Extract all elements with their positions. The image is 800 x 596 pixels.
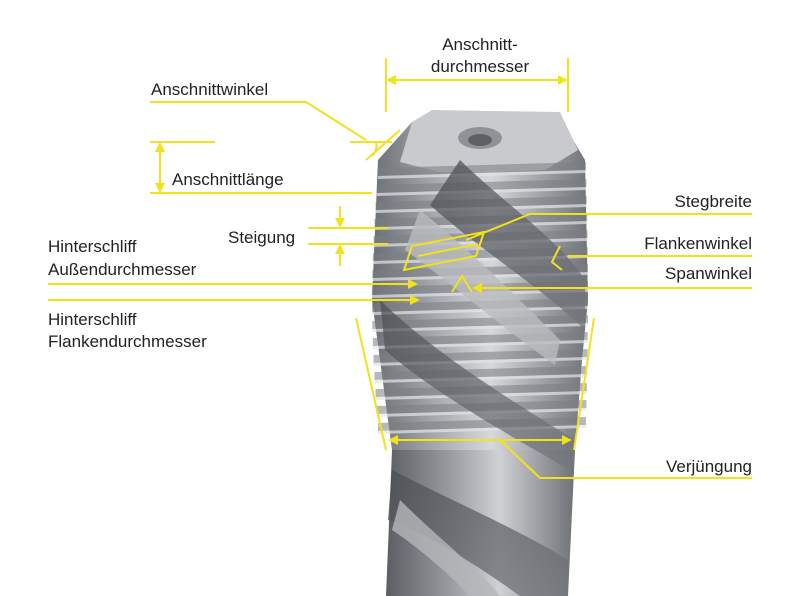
land-width-dimension [417,243,479,257]
flank-angle-arc [550,245,563,271]
label-relief-outer-line1: Hinterschliff [48,237,137,256]
entry-angle-arc [371,141,378,157]
thread-ridge [378,162,586,176]
label-rake-angle: Spanwinkel [665,264,752,283]
label-entry-angle: Anschnittwinkel [151,80,269,99]
entry-diameter-arrow-left [386,75,396,85]
label-pitch: Steigung [228,228,296,247]
label-relief-flank-line2: Flankendurchmesser [48,332,207,351]
land-width-box [402,230,486,272]
flute-3 [388,470,568,596]
label-entry-diameter-line1: Anschnitt- [442,35,518,54]
taper-line-right [573,317,595,451]
label-relief-flank-line1: Hinterschliff [48,310,137,329]
label-taper: Verjüngung [665,457,752,476]
thread-ridge-highlight [372,306,588,315]
flute-5 [392,500,500,596]
entry-length-arrow-bottom [155,183,165,193]
entry-angle-leader [150,101,367,141]
flute-2 [380,300,575,470]
rake-angle-mark [451,274,473,293]
coolant-hole-inner [468,134,492,146]
label-entry-length: Anschnittlänge [172,170,284,189]
taper-arrow-left [388,435,398,445]
label-land-width: Stegbreite [674,192,753,211]
label-entry-diameter-line2: durchmesser [430,57,530,76]
land-width-leader [465,213,752,241]
thread-ridge-highlight [378,170,586,179]
relief-flank-arrow [410,295,420,305]
annotations [48,58,752,479]
rake-angle-arrow [472,283,482,293]
relief-outer-arrow [408,279,418,289]
entry-diameter-arrow-right [558,75,568,85]
entry-length-arrow-top [155,142,165,152]
pitch-arrow-bottom [335,244,345,254]
label-flank-angle: Flankenwinkel [644,234,752,253]
taper-leader [499,439,752,479]
taper-line-left [355,317,387,451]
taper-arrow-right [562,435,572,445]
pitch-arrow-top [335,218,345,228]
label-relief-outer-line2: Außendurchmesser [48,260,197,279]
